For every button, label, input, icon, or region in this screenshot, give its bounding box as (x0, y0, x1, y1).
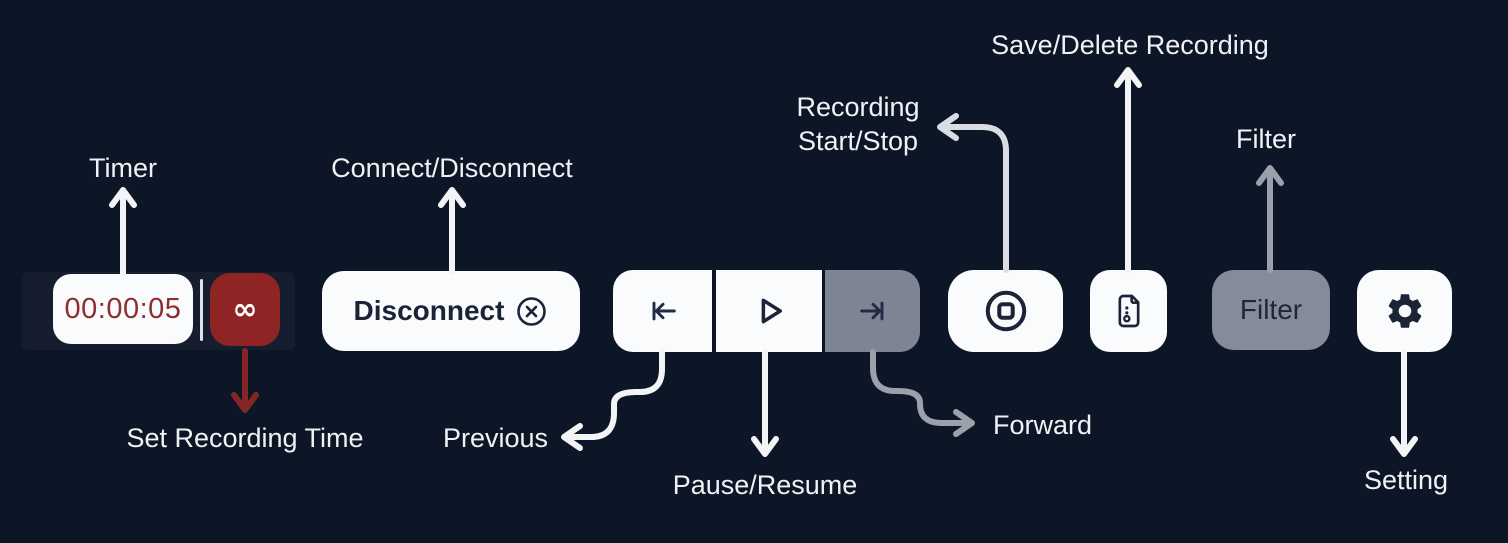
pause-resume-button[interactable] (716, 270, 822, 352)
play-icon (749, 291, 789, 331)
annotation-pause-resume: Pause/Resume (672, 470, 858, 500)
file-dotted-icon (1109, 291, 1149, 331)
connect-disconnect-arrow (438, 187, 466, 274)
divider (200, 279, 203, 341)
save-delete-recording-arrow (1114, 67, 1142, 273)
setting-arrow (1390, 349, 1418, 457)
pause-resume-arrow (751, 349, 779, 457)
annotation-save-delete-recording: Save/Delete Recording (991, 30, 1269, 60)
previous-button[interactable] (613, 270, 712, 352)
timer-arrow (109, 187, 137, 277)
annotation-forward: Forward (993, 410, 1093, 440)
annotation-recording-line2: Start/Stop (797, 126, 919, 156)
timer-value: 00:00:05 (64, 292, 182, 325)
previous-arrow (561, 349, 665, 451)
set-recording-time-button[interactable]: ∞ (210, 273, 280, 346)
annotation-connect-disconnect: Connect/Disconnect (331, 153, 573, 183)
recording-start-stop-button[interactable] (948, 270, 1063, 352)
filter-arrow (1256, 165, 1284, 273)
infinity-icon: ∞ (232, 292, 258, 327)
annotation-previous: Previous (442, 423, 548, 453)
annotation-timer: Timer (89, 153, 157, 183)
skip-to-end-icon (855, 293, 891, 329)
disconnect-button[interactable]: Disconnect (322, 271, 580, 351)
gear-icon (1384, 290, 1426, 332)
annotation-setting: Setting (1363, 465, 1449, 495)
set-recording-time-arrow (231, 348, 259, 413)
filter-button-label: Filter (1239, 294, 1303, 325)
disconnect-label: Disconnect (353, 295, 505, 326)
skip-to-start-icon (645, 293, 681, 329)
circle-x-icon (515, 295, 548, 328)
settings-button[interactable] (1357, 270, 1452, 352)
forward-button[interactable] (825, 270, 920, 352)
filter-button[interactable]: Filter (1212, 270, 1330, 350)
annotation-set-recording-time: Set Recording Time (126, 423, 364, 453)
annotation-recording-line1: Recording (796, 92, 920, 122)
annotation-recording-start-stop: Recording Start/Stop (748, 90, 968, 158)
record-stop-icon (983, 288, 1029, 334)
timer-display: 00:00:05 (53, 274, 193, 344)
save-delete-recording-button[interactable] (1090, 270, 1167, 352)
annotation-filter: Filter (1236, 124, 1296, 154)
forward-arrow (870, 349, 975, 437)
